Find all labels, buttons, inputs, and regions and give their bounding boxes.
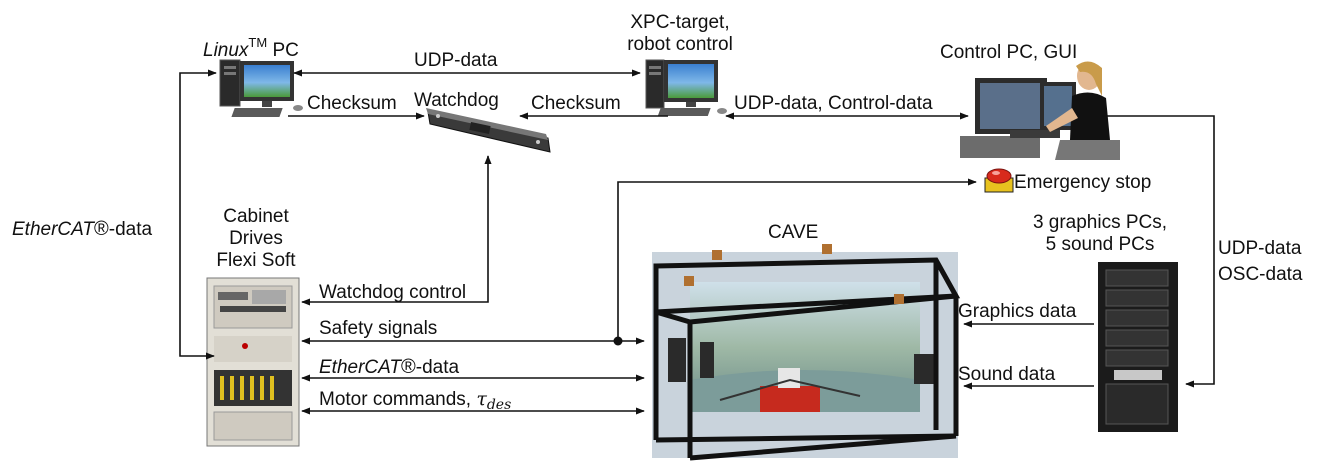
cave-label: CAVE [768,222,819,243]
linux-name: Linux [203,40,249,61]
motor-commands-label: Motor commands, τdes [319,388,511,416]
checksum-right-label: Checksum [531,93,621,114]
ethercat-bottom-reg: ® [401,356,416,378]
udp-top-label: UDP-data [414,50,498,71]
edge-watchdog-control [301,155,492,306]
udp-control-label: UDP-data, Control-data [734,93,933,114]
linux-pc-label: LinuxTM PC [203,32,299,62]
control-pc-label: Control PC, GUI [940,42,1078,63]
graphics-pcs-line1: 3 graphics PCs, [1032,212,1168,233]
cabinet-label-line3: Flexi Soft [216,250,296,271]
ethercat-bottom-label: EtherCAT®-data [319,356,459,379]
tau-subscript: des [486,397,512,413]
watchdog-label: Watchdog [414,90,499,111]
ethercat-left-name: EtherCAT [12,219,95,240]
checksum-left-label: Checksum [307,93,397,114]
udp-osc-label: UDP-data OSC-data [1218,236,1302,288]
graphics-pcs-line2: 5 sound PCs [1045,234,1155,255]
ethercat-left-reg: ® [94,218,109,240]
linux-pc-illustration [219,59,303,117]
rack-illustration [1098,262,1178,432]
cabinet-illustration [206,277,300,447]
xpc-label-line1: XPC-target, [630,12,730,33]
cave-illustration [652,244,961,461]
emergency-stop-label: Emergency stop [1014,172,1152,193]
edge-emergency [617,178,977,341]
graphics-data-label: Graphics data [958,301,1077,322]
ethercat-bottom-suffix: -data [415,357,460,378]
emergency-stop-illustration [984,168,1014,193]
ethercat-left-label: EtherCAT®-data [12,218,152,241]
sound-data-label: Sound data [958,364,1056,385]
connectors [179,69,1215,415]
ethercat-bottom-name: EtherCAT [319,357,402,378]
watchdog-control-label: Watchdog control [319,282,467,303]
cabinet-label-line1: Cabinet [223,206,289,227]
control-pc-illustration [960,61,1120,160]
ethercat-left-suffix: -data [108,219,153,240]
udp-osc-line2: OSC-data [1218,264,1303,285]
safety-signals-label: Safety signals [319,318,438,339]
xpc-label: XPC-target, robot control [600,12,760,56]
linux-tm: TM [248,35,268,50]
graphics-pcs-label: 3 graphics PCs, 5 sound PCs [1020,212,1180,256]
motor-commands-text: Motor commands, [319,389,477,410]
edge-udp-osc [1102,115,1215,388]
edge-ethercat-left [179,69,217,360]
cabinet-label-line2: Drives [229,228,283,249]
linux-suffix: PC [272,40,299,61]
udp-osc-line1: UDP-data [1218,238,1302,259]
watchdog-device-illustration [426,108,551,153]
xpc-label-line2: robot control [627,34,733,55]
tau-symbol: τ [476,388,487,410]
cabinet-label: Cabinet Drives Flexi Soft [195,206,317,272]
junction-dot [613,336,623,346]
xpc-pc-illustration [645,59,727,116]
